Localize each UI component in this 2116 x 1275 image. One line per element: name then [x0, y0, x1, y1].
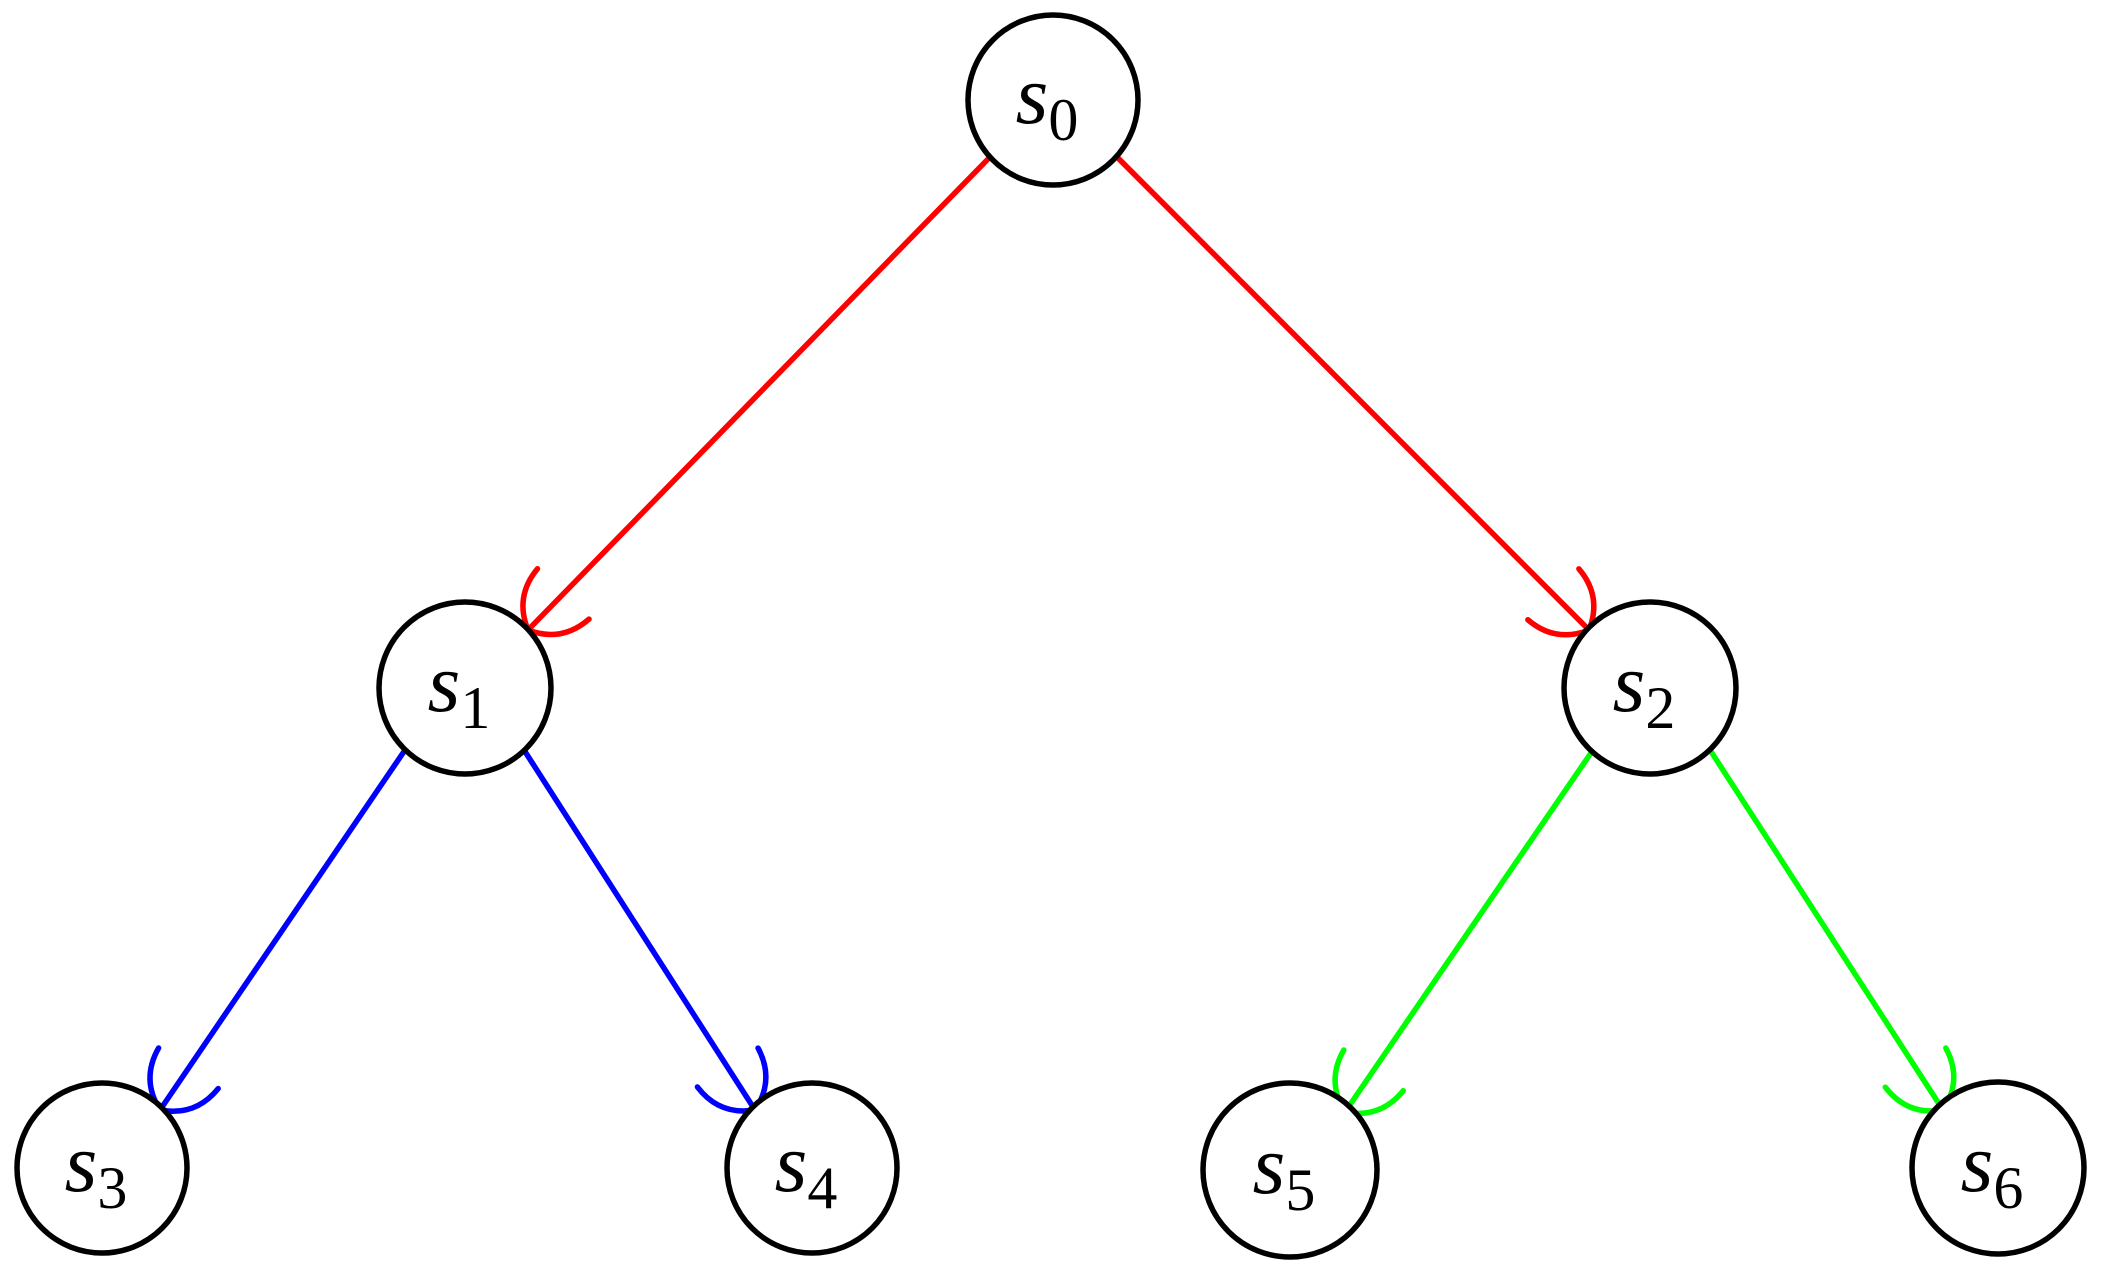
graph-edge[interactable] — [147, 747, 408, 1115]
edge-line — [521, 747, 758, 1113]
edge-line — [1707, 747, 1946, 1113]
node-circle — [1200, 1080, 1380, 1260]
arrow-head-icon — [147, 1045, 221, 1115]
graph-node-s1[interactable]: s1 — [376, 599, 554, 777]
node-circle — [965, 12, 1141, 188]
node-circle — [1561, 599, 1739, 777]
edge-line — [525, 154, 993, 633]
nodes-layer: s0 s1 s2 s3 s4 s5 s6 — [14, 12, 2087, 1260]
node-label: s6 — [1961, 1117, 2024, 1220]
graph-node-s0[interactable]: s0 — [965, 12, 1141, 188]
node-circle — [724, 1080, 900, 1256]
node-label: s1 — [428, 637, 491, 740]
edge-line — [1114, 154, 1592, 633]
node-label: s5 — [1253, 1119, 1316, 1222]
node-circle — [1909, 1079, 2087, 1257]
node-label: s3 — [65, 1117, 128, 1220]
graph-node-s6[interactable]: s6 — [1909, 1079, 2087, 1257]
edge-line — [1342, 747, 1596, 1115]
edge-line — [157, 747, 408, 1113]
node-label: s2 — [1613, 637, 1676, 740]
node-label: s4 — [775, 1117, 838, 1220]
graph-edge[interactable] — [1332, 747, 1596, 1117]
graph-node-s4[interactable]: s4 — [724, 1080, 900, 1256]
node-label: s0 — [1016, 49, 1079, 152]
graph-node-s5[interactable]: s5 — [1200, 1080, 1380, 1260]
graph-node-s3[interactable]: s3 — [14, 1080, 190, 1256]
graph-edge[interactable] — [520, 154, 993, 638]
node-circle — [376, 599, 554, 777]
graph-edge[interactable] — [1707, 747, 1957, 1114]
graph-edge[interactable] — [521, 747, 769, 1114]
node-circle — [14, 1080, 190, 1256]
graph-node-s2[interactable]: s2 — [1561, 599, 1739, 777]
graph-edge[interactable] — [1114, 154, 1597, 638]
